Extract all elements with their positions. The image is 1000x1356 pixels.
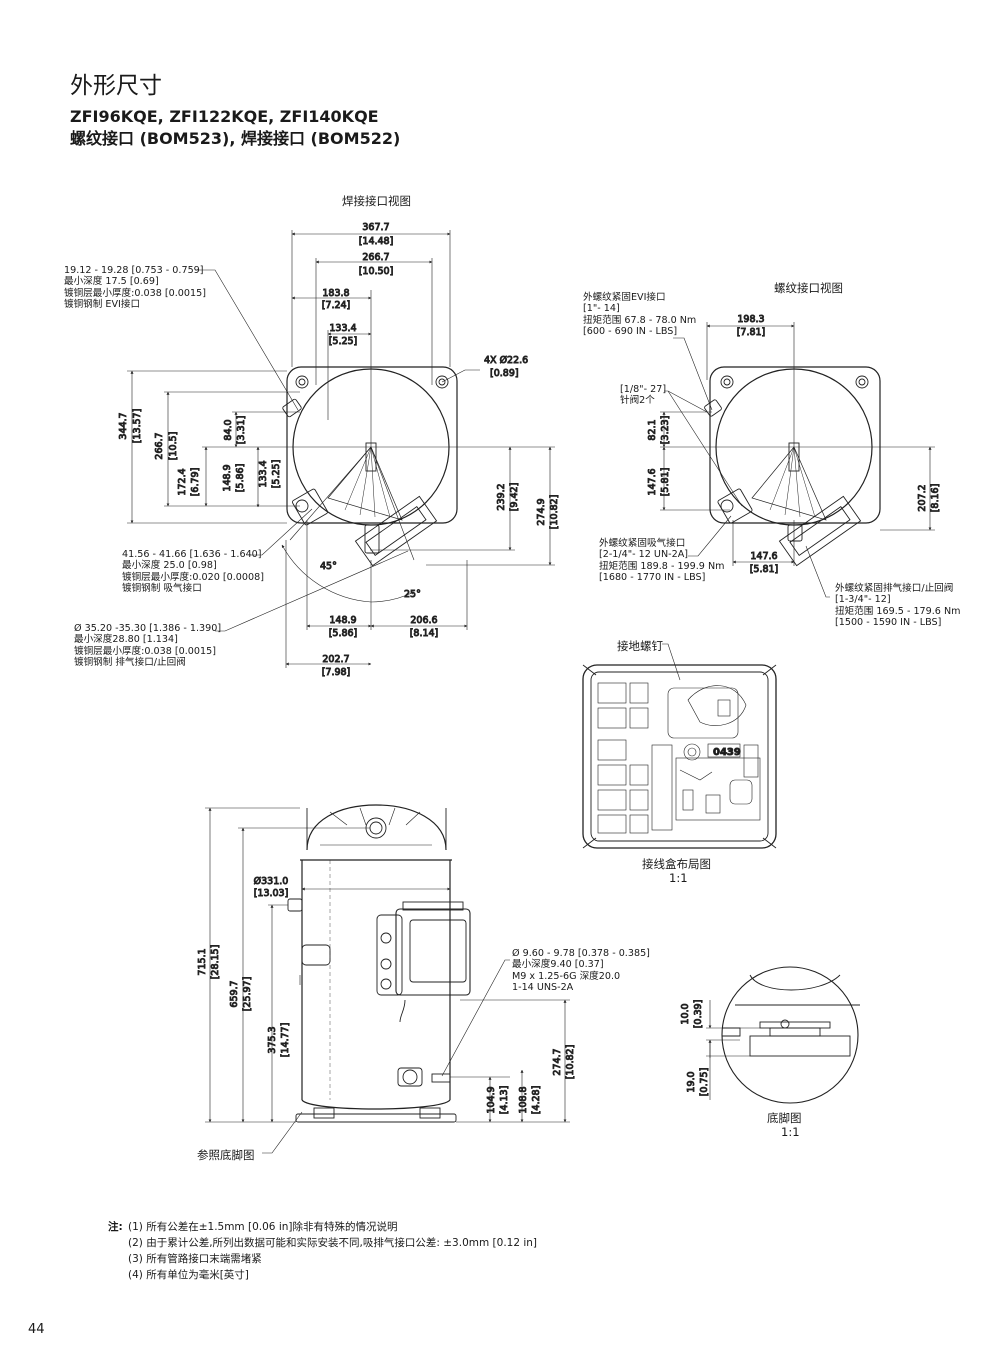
model-heading: ZFI96KQE, ZFI122KQE, ZFI140KQE 螺纹接口 (BOM… (70, 106, 400, 150)
svg-text:10.0: 10.0 (680, 1003, 691, 1024)
svg-text:[10.5]: [10.5] (168, 432, 179, 461)
svg-text:[3.23]: [3.23] (660, 416, 671, 445)
svg-text:148.9: 148.9 (329, 615, 356, 626)
svg-text:[5.25]: [5.25] (329, 336, 358, 347)
svg-text:[14.48]: [14.48] (359, 236, 394, 247)
svg-text:[0.89]: [0.89] (490, 368, 519, 379)
svg-text:[10.82]: [10.82] (565, 1045, 576, 1080)
dim-367: 367.7 (362, 222, 389, 233)
svg-text:[7.24]: [7.24] (322, 300, 351, 311)
svg-text:[28.15]: [28.15] (210, 945, 221, 980)
weld-view-title: 焊接接口视图 (342, 194, 411, 208)
foot-detail-view (721, 966, 860, 1104)
svg-text:25°: 25° (404, 589, 421, 600)
svg-text:Ø331.0: Ø331.0 (254, 876, 289, 887)
weld-discharge-note: Ø 35.20 -35.30 [1.386 - 1.390]最小深度28.80 … (74, 623, 222, 669)
thread-discharge-note: 外螺纹紧固排气接口/止回阀[1-3/4"- 12]扭矩范围 169.5 - 17… (835, 583, 961, 629)
variant-list: 螺纹接口 (BOM523), 焊接接口 (BOM522) (70, 129, 401, 148)
note-item: (1) 所有公差在±1.5mm [0.06 in]除非有特殊的情况说明 (128, 1221, 398, 1233)
junction-box-scale: 1:1 (669, 871, 688, 885)
svg-text:659.7: 659.7 (229, 980, 240, 1007)
svg-text:[0.39]: [0.39] (693, 1000, 704, 1029)
svg-text:274.9: 274.9 (536, 498, 547, 525)
svg-text:375.3: 375.3 (267, 1026, 278, 1053)
thread-top-view (704, 366, 881, 567)
note-item: (4) 所有单位为毫米[英寸] (128, 1269, 249, 1281)
svg-text:[14.77]: [14.77] (280, 1023, 291, 1058)
svg-text:4X Ø22.6: 4X Ø22.6 (484, 355, 528, 366)
weld-evi-note: 19.12 - 19.28 [0.753 - 0.759]最小深度 17.5 [… (64, 265, 206, 311)
svg-text:[25.97]: [25.97] (242, 977, 253, 1012)
svg-text:[0.75]: [0.75] (699, 1068, 710, 1097)
foot-view-title: 底脚图 (767, 1111, 802, 1125)
svg-text:344.7: 344.7 (118, 412, 129, 439)
junction-box-title: 接线盒布局图 (642, 857, 711, 871)
foot-view-scale: 1:1 (781, 1125, 800, 1139)
svg-text:715.1: 715.1 (197, 948, 208, 975)
notes-prefix: 注: (108, 1221, 123, 1233)
svg-text:[13.57]: [13.57] (132, 409, 143, 444)
side-elevation-view (287, 804, 471, 1123)
svg-text:82.1: 82.1 (647, 419, 658, 440)
thread-view-title: 螺纹接口视图 (774, 281, 843, 295)
svg-text:[5.86]: [5.86] (329, 628, 358, 639)
svg-text:[6.79]: [6.79] (190, 468, 201, 497)
svg-text:104.9: 104.9 (486, 1086, 497, 1113)
side-port-note: Ø 9.60 - 9.78 [0.378 - 0.385]最小深度9.40 [0… (512, 948, 650, 994)
junction-box-view (582, 643, 777, 849)
svg-text:[4.13]: [4.13] (499, 1086, 510, 1115)
svg-text:19.0: 19.0 (686, 1071, 697, 1092)
svg-text:266.7: 266.7 (154, 432, 165, 459)
svg-text:[3.31]: [3.31] (236, 416, 247, 445)
svg-text:207.2: 207.2 (917, 484, 928, 511)
svg-text:[7.81]: [7.81] (737, 327, 766, 338)
svg-text:[9.42]: [9.42] (509, 483, 520, 512)
weld-suction-note: 41.56 - 41.66 [1.636 - 1.640]最小深度 25.0 [… (122, 549, 264, 595)
page-number: 44 (28, 1322, 45, 1337)
svg-text:[5.25]: [5.25] (271, 460, 282, 489)
svg-text:274.7: 274.7 (552, 1048, 563, 1075)
svg-text:[5.81]: [5.81] (660, 468, 671, 497)
weld-top-view (282, 366, 458, 567)
svg-text:147.6: 147.6 (750, 551, 777, 562)
ref-foot-label: 参照底脚图 (197, 1148, 255, 1162)
svg-text:[7.98]: [7.98] (322, 667, 351, 678)
svg-text:[8.14]: [8.14] (410, 628, 439, 639)
svg-text:108.8: 108.8 (518, 1086, 529, 1113)
svg-text:148.9: 148.9 (222, 464, 233, 491)
svg-text:133.4: 133.4 (258, 460, 269, 487)
thread-suction-note: 外螺纹紧固吸气接口[2-1/4"- 12 UN-2A]扭矩范围 189.8 - … (599, 538, 725, 584)
svg-text:[8.16]: [8.16] (930, 484, 941, 513)
junction-code: 0439 (713, 747, 741, 758)
svg-text:133.4: 133.4 (329, 323, 356, 334)
note-item: (3) 所有管路接口末端需堵紧 (128, 1253, 262, 1265)
svg-text:206.6: 206.6 (410, 615, 437, 626)
svg-text:172.4: 172.4 (177, 468, 188, 495)
svg-text:[5.86]: [5.86] (235, 464, 246, 493)
svg-text:45°: 45° (320, 561, 337, 572)
model-list: ZFI96KQE, ZFI122KQE, ZFI140KQE (70, 107, 379, 126)
svg-text:198.3: 198.3 (737, 314, 764, 325)
svg-text:[13.03]: [13.03] (254, 888, 289, 899)
svg-text:84.0: 84.0 (223, 419, 234, 440)
page-title: 外形尺寸 (70, 73, 162, 99)
svg-text:147.6: 147.6 (647, 468, 658, 495)
svg-text:239.2: 239.2 (496, 483, 507, 510)
ground-screw-label: 接地螺钉 (617, 639, 663, 653)
notes-section: 注: (1) 所有公差在±1.5mm [0.06 in]除非有特殊的情况说明 (2… (108, 1219, 537, 1283)
note-item: (2) 由于累计公差,所列出数据可能和实际安装不同,吸排气接口公差: ±3.0m… (128, 1237, 538, 1249)
svg-text:266.7: 266.7 (362, 252, 389, 263)
svg-text:202.7: 202.7 (322, 654, 349, 665)
thread-valve-note: [1/8"- 27]针阀2个 (620, 384, 667, 407)
thread-evi-note: 外螺纹紧固EVI接口[1"- 14]扭矩范围 67.8 - 78.0 Nm[60… (583, 292, 697, 338)
svg-text:[4.28]: [4.28] (531, 1086, 542, 1115)
svg-text:[10.50]: [10.50] (359, 266, 394, 277)
svg-text:183.8: 183.8 (322, 288, 349, 299)
svg-text:[5.81]: [5.81] (750, 564, 779, 575)
svg-text:[10.82]: [10.82] (549, 495, 560, 530)
